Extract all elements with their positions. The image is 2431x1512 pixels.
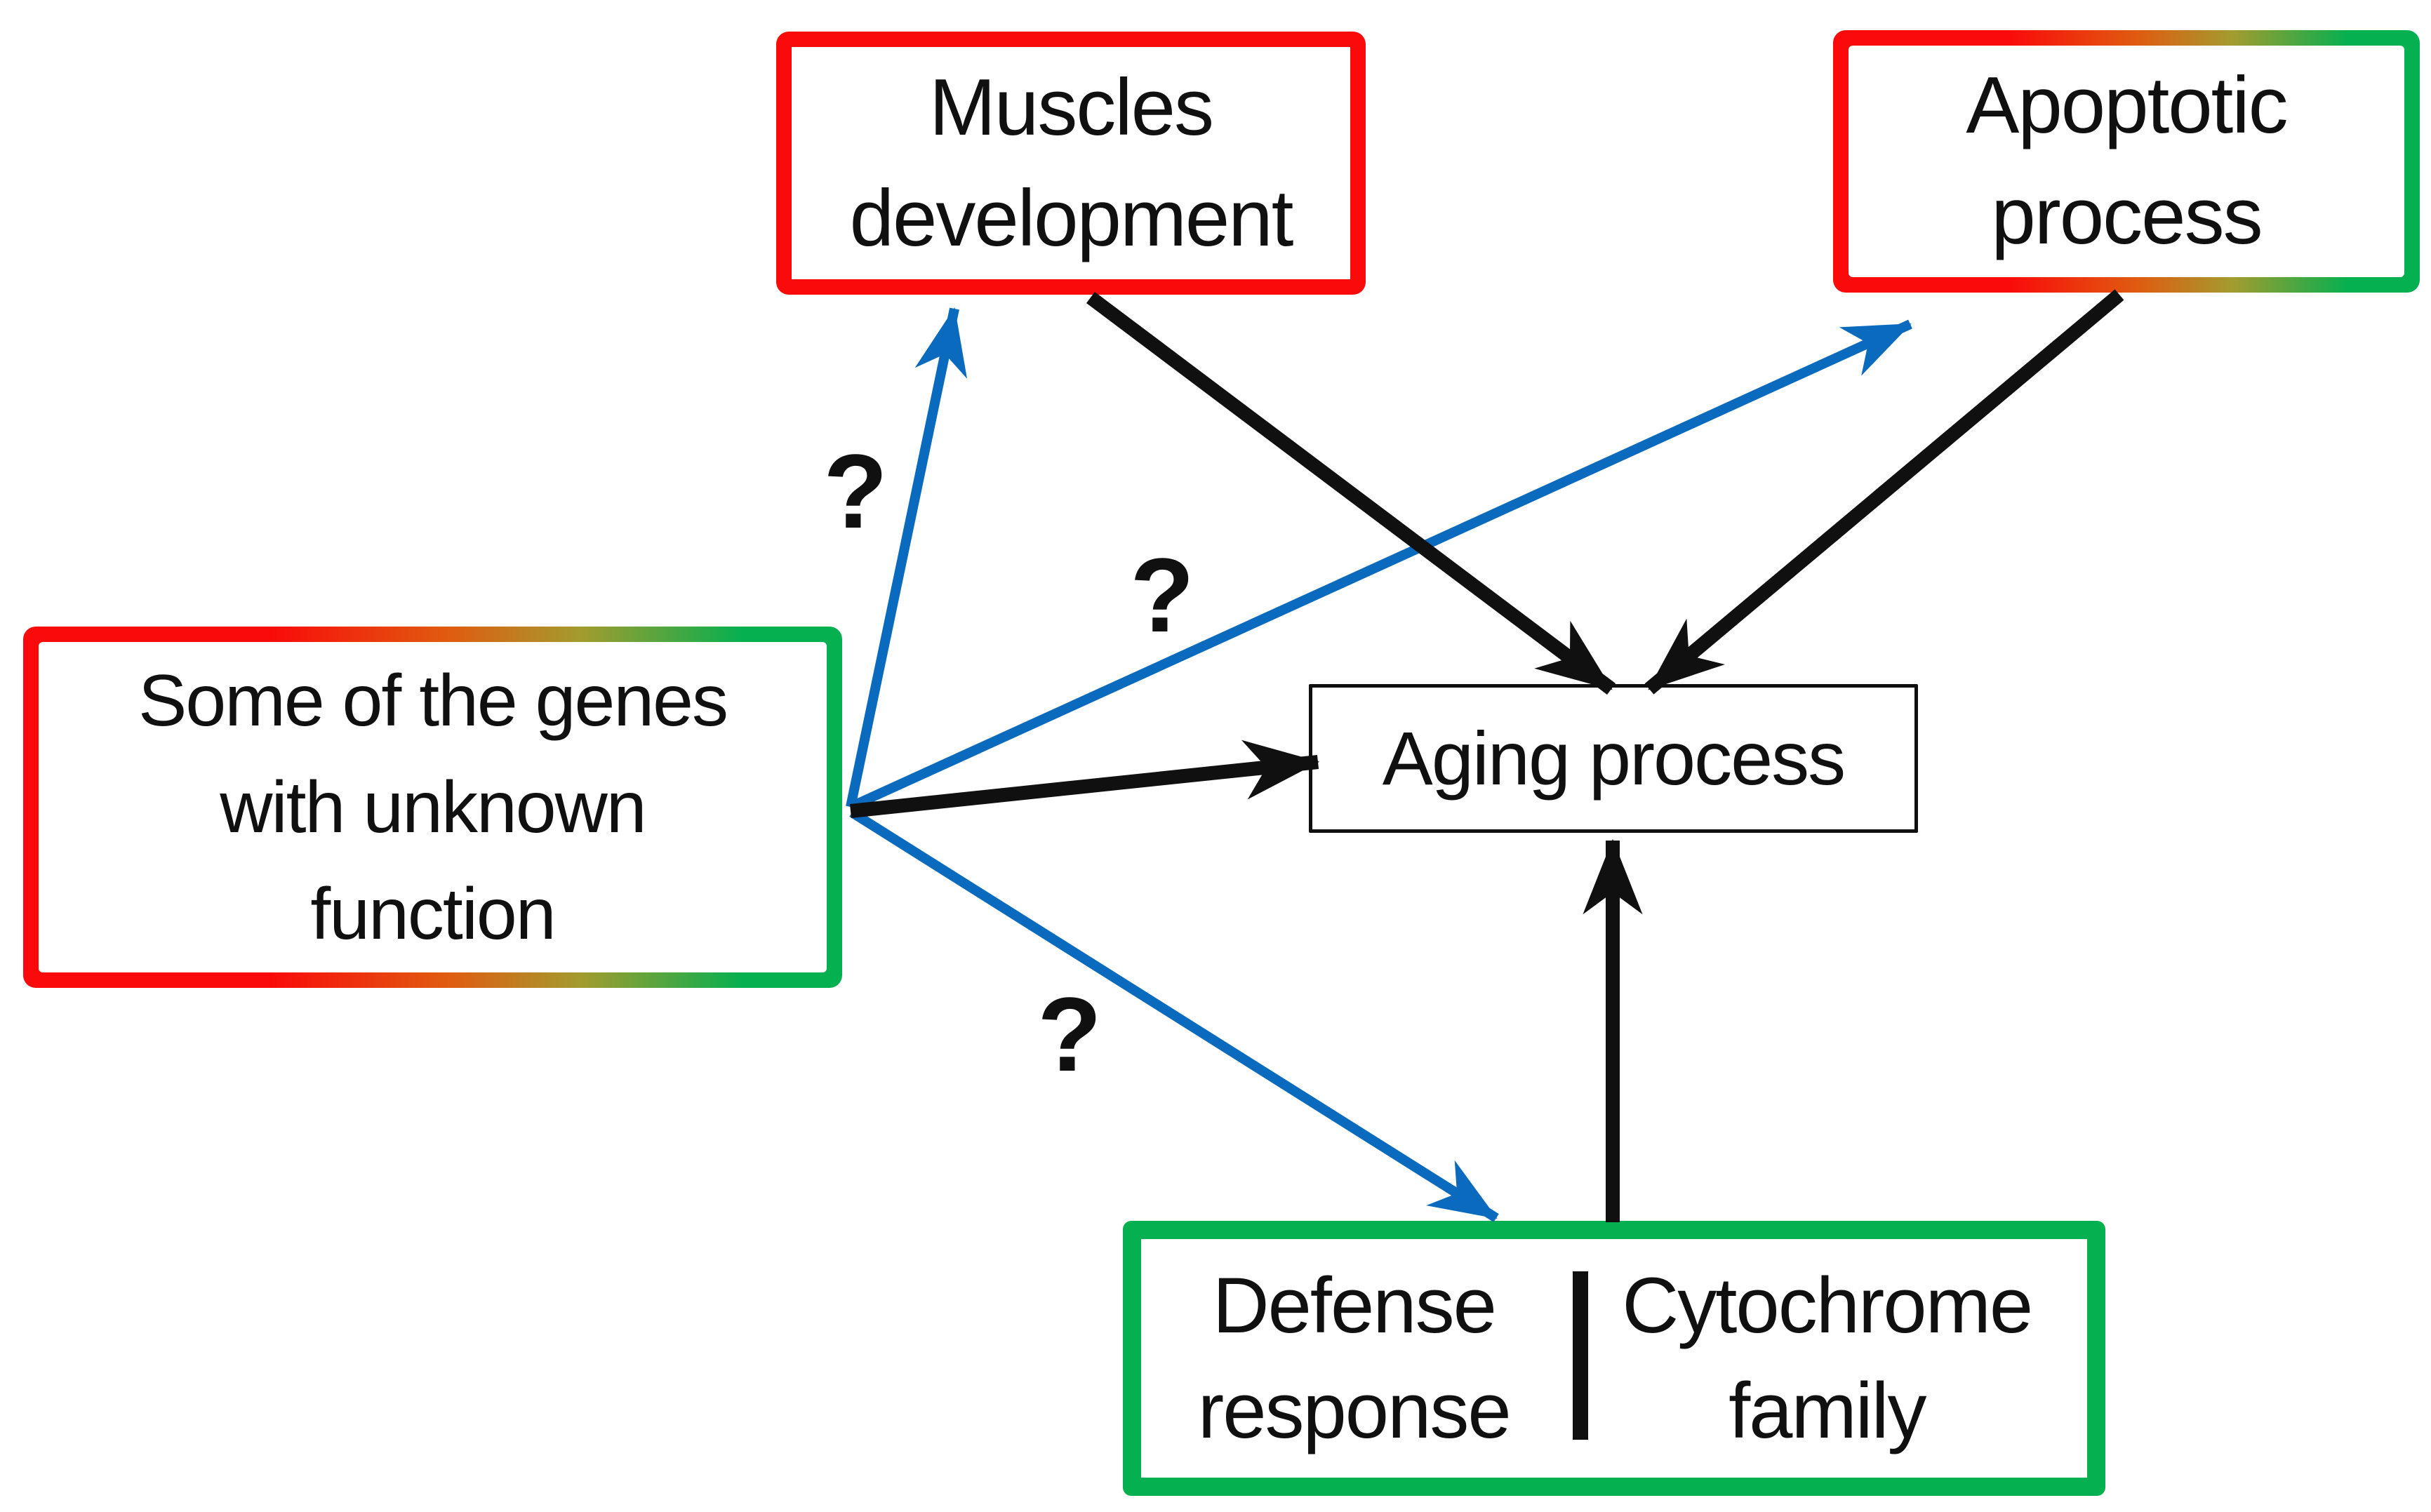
- edge-genes-to-muscles: [846, 307, 968, 808]
- node-label-line: development: [849, 173, 1294, 263]
- node-aging-process: Aging process: [1309, 684, 1918, 833]
- edge-apoptotic-to-aging: [1644, 289, 2124, 695]
- node-apoptotic-inner: Apoptotic process: [1849, 46, 2404, 277]
- node-label-line: response: [1197, 1367, 1512, 1454]
- question-mark-genes-defense: ?: [1037, 975, 1102, 1093]
- node-muscles-development: Muscles development: [776, 32, 1366, 295]
- defense-response-cell: Defense response: [1141, 1239, 1567, 1478]
- node-label-line: function: [310, 873, 556, 955]
- node-label-line: Aging process: [1382, 716, 1846, 801]
- node-label-line: Some of the genes: [138, 660, 728, 742]
- node-label-line: Muscles: [928, 62, 1214, 152]
- node-label-line: Cytochrome: [1622, 1262, 2033, 1349]
- node-unknown-genes: Some of the genes with unknown function: [23, 627, 842, 988]
- node-apoptotic-process: Apoptotic process: [1833, 30, 2420, 293]
- node-label-line: process: [1991, 172, 2263, 261]
- question-mark-genes-apoptotic: ?: [1130, 536, 1194, 654]
- node-label-line: with unknown: [220, 766, 646, 848]
- node-unknown-genes-inner: Some of the genes with unknown function: [39, 642, 827, 972]
- node-label-line: Defense: [1212, 1262, 1497, 1349]
- node-label-line: Apoptotic: [1966, 61, 2288, 150]
- cytochrome-family-cell: Cytochrome family: [1567, 1239, 2087, 1478]
- question-mark-genes-muscles: ?: [823, 432, 888, 550]
- node-defense-cytochrome: Defense response Cytochrome family: [1123, 1221, 2105, 1496]
- edge-genes-to-aging: [849, 740, 1320, 818]
- node-label-line: family: [1729, 1367, 1926, 1454]
- edge-genes-to-defense: [849, 808, 1499, 1222]
